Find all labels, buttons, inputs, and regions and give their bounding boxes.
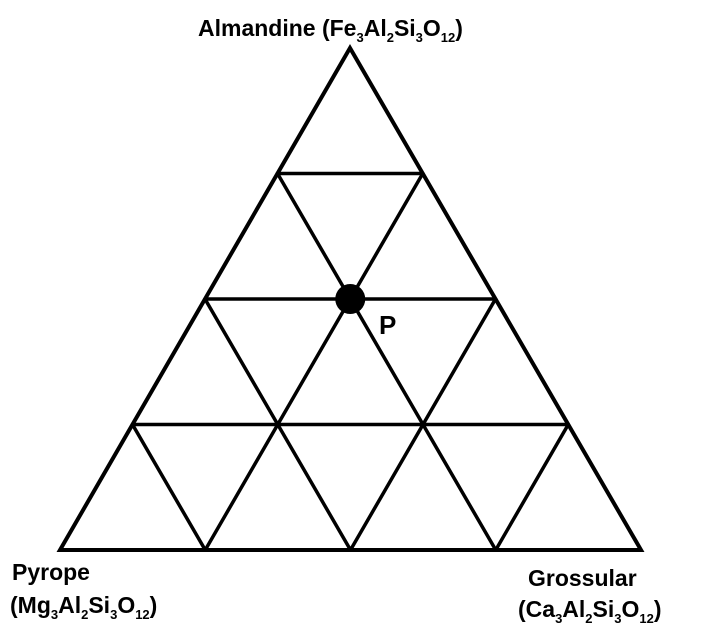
grossular-formula: (Ca3Al2Si3O12) bbox=[518, 596, 662, 626]
grid-line-grossular-2 bbox=[348, 297, 498, 552]
pyrope-label: Pyrope bbox=[12, 559, 90, 585]
almandine-label: Almandine (Fe3Al2Si3O12) bbox=[198, 15, 463, 45]
pyrope-formula: (Mg3Al2Si3O12) bbox=[10, 592, 157, 622]
grid-line-grossular-3 bbox=[494, 422, 570, 552]
almandine-formula: (Fe3Al2Si3O12) bbox=[322, 15, 463, 45]
outer-triangle bbox=[56, 44, 645, 552]
grid-line-pyrope-1 bbox=[275, 171, 498, 552]
grid-lines bbox=[130, 171, 570, 552]
point-p-label: P bbox=[379, 310, 396, 340]
almandine-name: Almandine bbox=[198, 15, 316, 41]
grossular-label: Grossular bbox=[528, 565, 637, 591]
grid-line-pyrope-2 bbox=[203, 297, 353, 552]
grid-line-pyrope-3 bbox=[130, 422, 207, 552]
grid-line-grossular-1 bbox=[203, 171, 425, 552]
point-p-marker bbox=[335, 284, 366, 314]
